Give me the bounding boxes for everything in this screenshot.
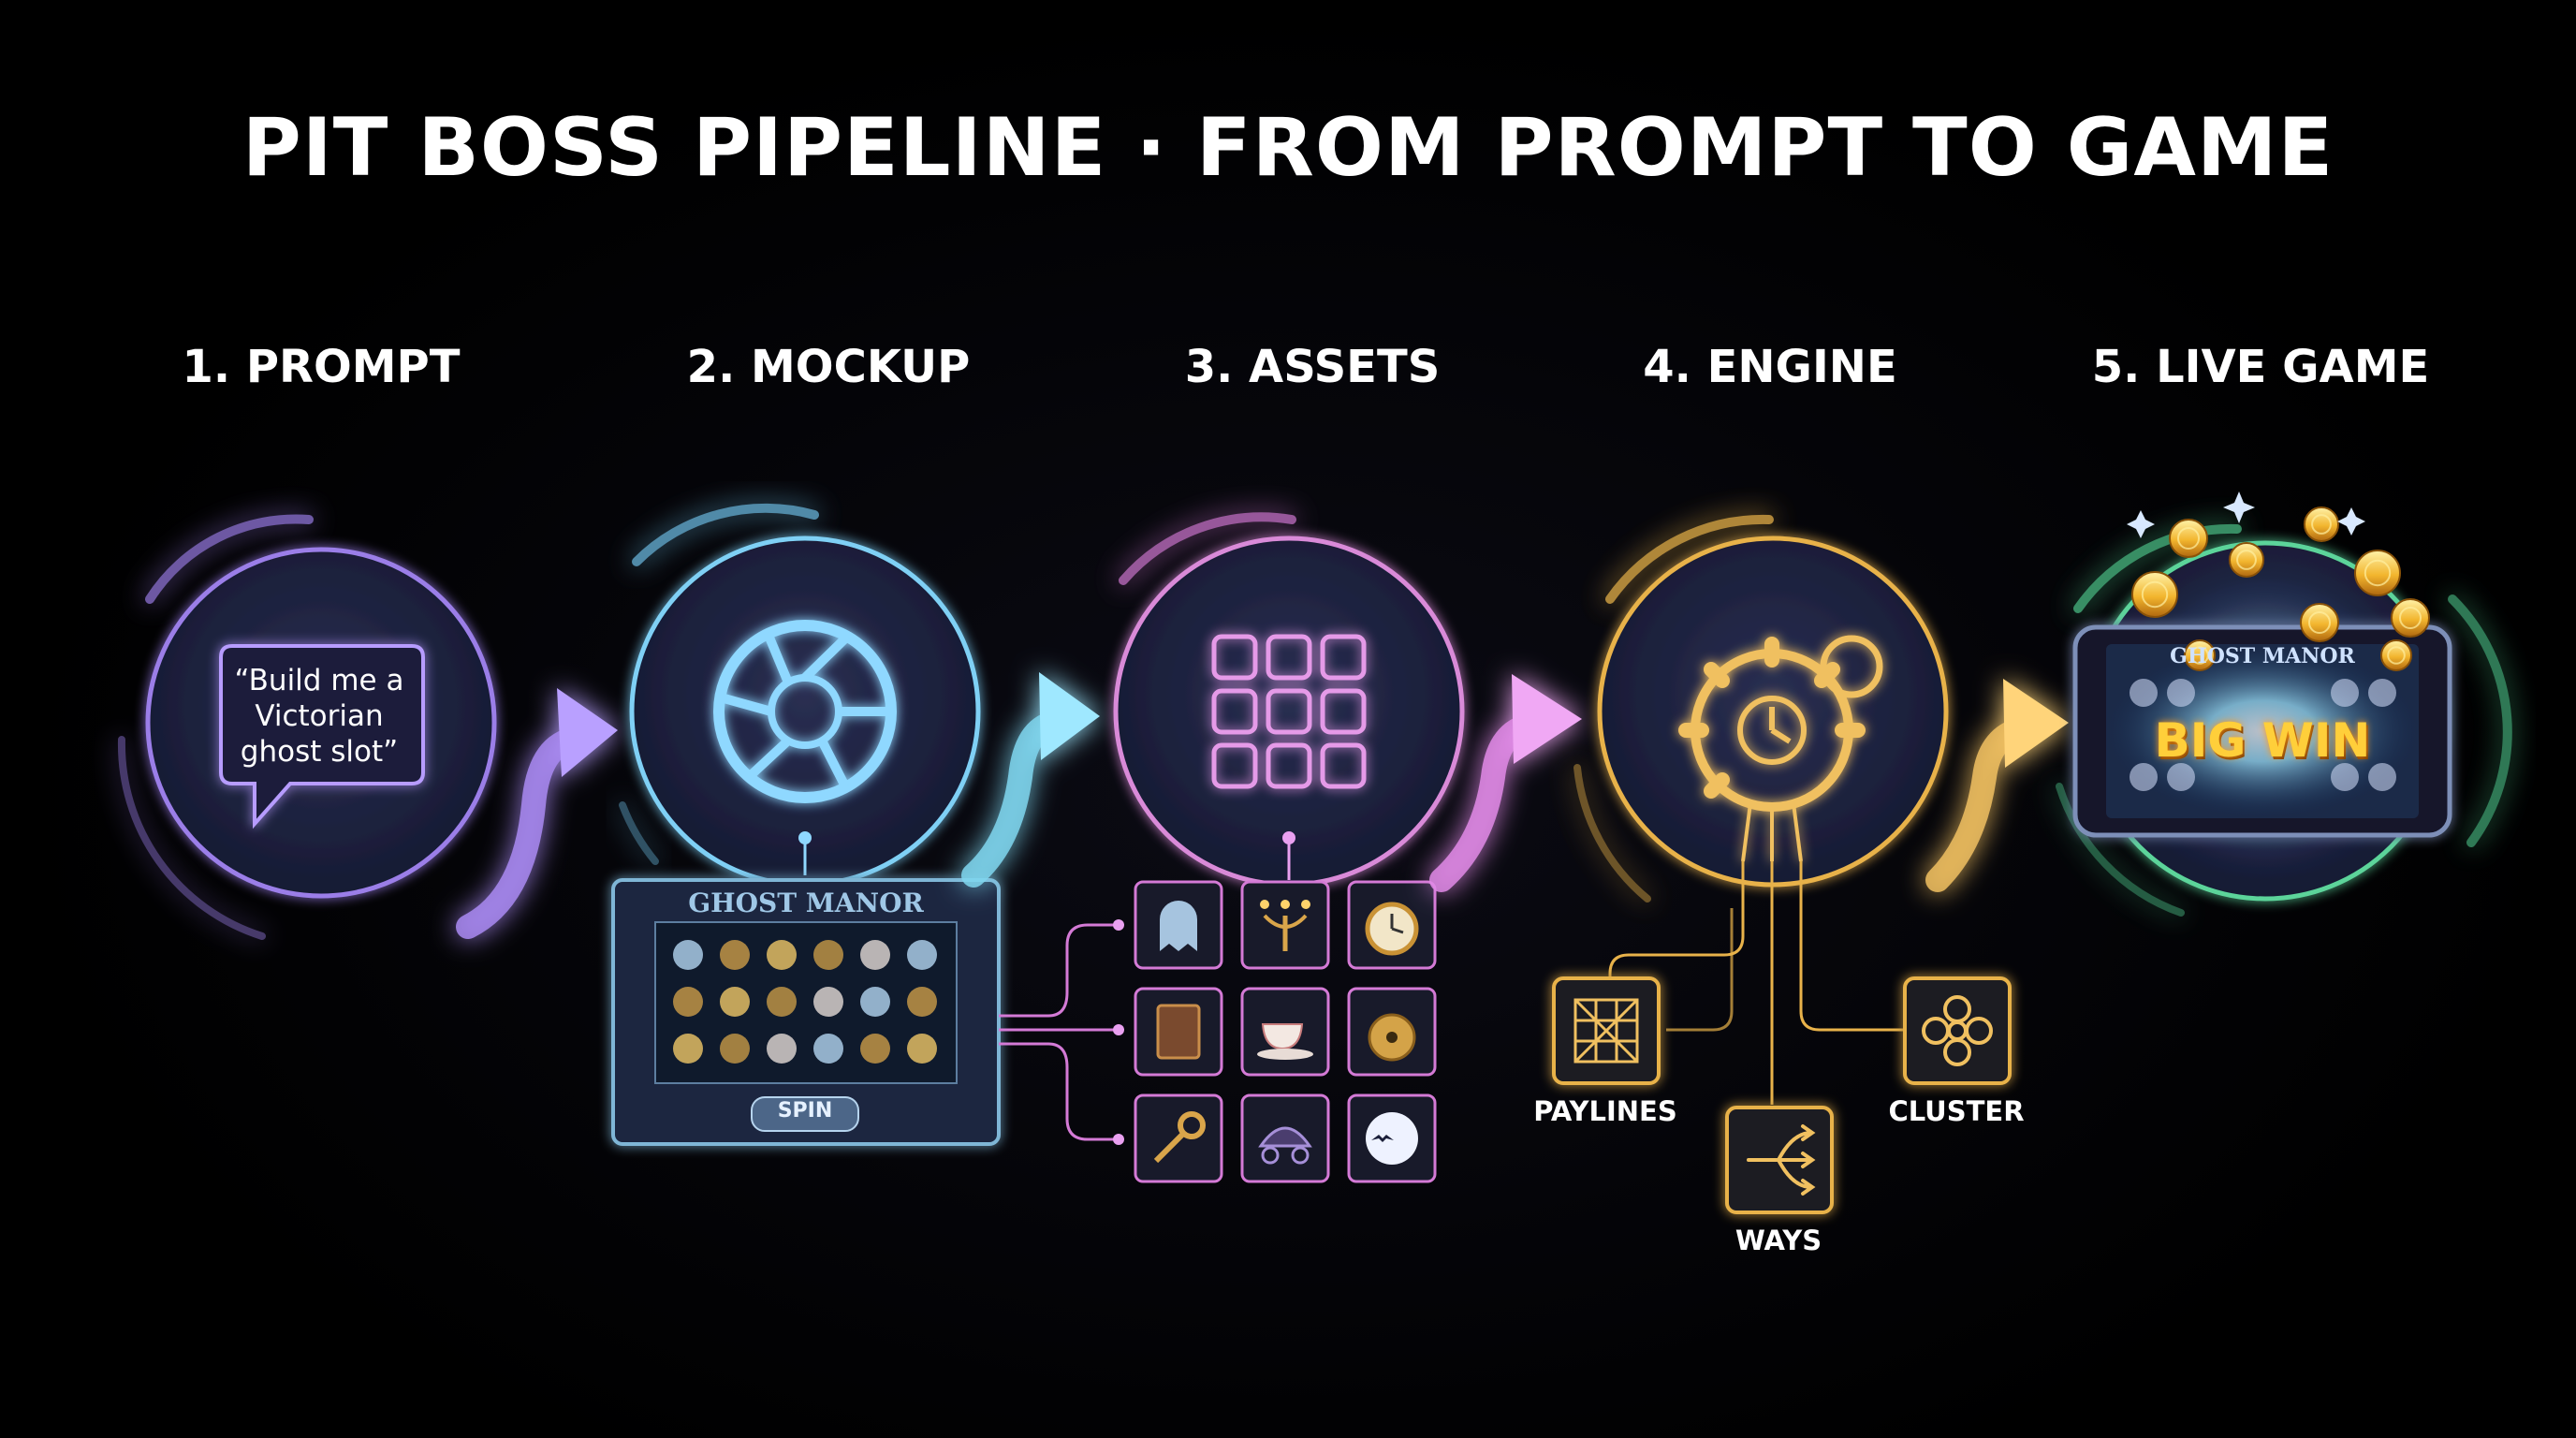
assets-stage — [1113, 512, 1582, 1183]
reel-symbol — [2368, 679, 2396, 707]
step-label-prompt: 1. PROMPT — [182, 341, 461, 393]
step-label-live-game: 5. LIVE GAME — [2091, 341, 2430, 393]
prompt-line: ghost slot” — [240, 735, 399, 769]
live-game-stage — [2056, 492, 2512, 917]
reel-symbol — [767, 940, 797, 970]
coin — [2391, 598, 2430, 638]
gear-circuit-icon — [1678, 635, 1883, 862]
pocket-watch-icon — [1347, 880, 1437, 970]
prompt-stage — [117, 514, 618, 940]
big-win-banner: BIG WIN — [2154, 713, 2371, 768]
coin — [2380, 639, 2412, 671]
page-title: PIT BOSS PIPELINE · FROM PROMPT TO GAME — [242, 101, 2334, 195]
spin-button[interactable]: SPIN — [777, 1099, 833, 1123]
reel-symbol — [767, 987, 797, 1017]
reel-symbol — [2368, 763, 2396, 791]
reel-symbol — [673, 940, 703, 970]
mockup-panel — [611, 878, 1001, 1146]
ways-label: WAYS — [1734, 1225, 1822, 1256]
coin — [2131, 571, 2178, 618]
reel-symbol — [767, 1034, 797, 1064]
coin — [2229, 542, 2264, 578]
reel-symbol — [907, 940, 937, 970]
candelabra-icon — [1240, 880, 1330, 970]
key-icon — [1134, 1093, 1223, 1183]
grid-icon — [1211, 634, 1367, 789]
reel-symbol — [720, 987, 750, 1017]
prompt-bubble-text: “Build me a Victorian ghost slot” — [221, 663, 417, 770]
paylines-grid-icon — [1552, 976, 1661, 1085]
reel-symbol — [907, 1034, 937, 1064]
reel-symbol — [860, 987, 890, 1017]
prompt-line: “Build me a — [234, 664, 404, 697]
carriage-icon — [1240, 1093, 1330, 1183]
reel-symbol — [860, 940, 890, 970]
reel-symbol — [860, 1034, 890, 1064]
moon-bat-icon — [1347, 1093, 1437, 1183]
mockup-game-title: GHOST MANOR — [688, 888, 924, 918]
step-label-assets: 3. ASSETS — [1184, 341, 1441, 393]
prompt-line: Victorian — [255, 699, 384, 733]
coin — [2184, 639, 2216, 671]
paylines-label: PAYLINES — [1533, 1095, 1677, 1127]
locket-icon — [1347, 987, 1437, 1077]
cluster-label: CLUSTER — [1888, 1095, 2025, 1127]
reel-symbol — [813, 1034, 843, 1064]
gold-coins — [2131, 506, 2430, 671]
reel-symbol — [673, 1034, 703, 1064]
speech-bubble-icon — [219, 644, 425, 829]
reel-symbol — [673, 987, 703, 1017]
reel-symbol — [813, 940, 843, 970]
reel-symbol — [720, 1034, 750, 1064]
aperture-icon — [713, 620, 897, 803]
coin — [2304, 506, 2339, 542]
book-icon — [1134, 987, 1223, 1077]
reel-symbol — [813, 987, 843, 1017]
arrow-engine-to-live-game — [1925, 679, 2069, 892]
reel-symbol — [2167, 679, 2195, 707]
step-label-mockup: 2. MOCKUP — [686, 341, 971, 393]
reel-symbol — [2331, 679, 2359, 707]
reel-symbol — [2331, 763, 2359, 791]
coin — [2169, 519, 2208, 558]
arrow-prompt-to-mockup — [456, 688, 618, 939]
ghost-icon — [1134, 880, 1223, 970]
cluster-icon — [1903, 976, 2012, 1085]
arrow-mockup-to-assets — [961, 672, 1100, 888]
engine-stage — [1552, 514, 2069, 1214]
reel-symbol — [907, 987, 937, 1017]
teacup-icon — [1240, 987, 1330, 1077]
coin — [2354, 550, 2401, 596]
arrow-assets-to-engine — [1429, 674, 1582, 892]
step-label-engine: 4. ENGINE — [1643, 341, 1897, 393]
mockup-stage — [611, 503, 1124, 1146]
reel-symbol — [2130, 679, 2158, 707]
reel-symbol — [720, 940, 750, 970]
ways-branch-icon — [1725, 1106, 1834, 1214]
reel-symbol — [2167, 763, 2195, 791]
coin — [2300, 603, 2339, 642]
sparkle-icons — [2127, 492, 2365, 538]
live-game-title: GHOST MANOR — [2170, 644, 2355, 668]
reel-symbol — [2130, 763, 2158, 791]
phone-device — [2072, 624, 2452, 838]
